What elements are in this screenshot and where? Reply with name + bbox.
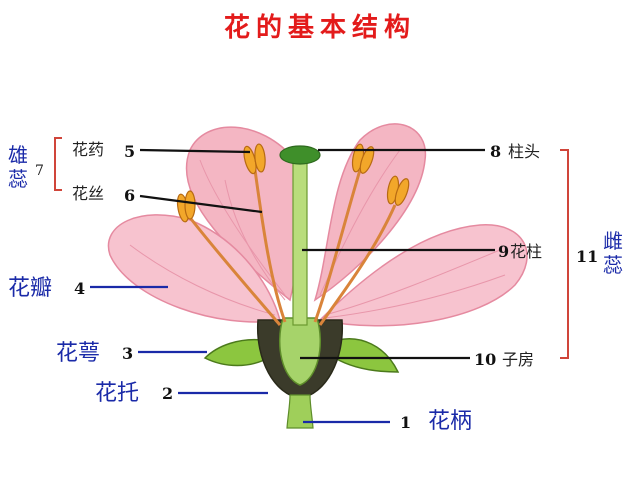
- peduncle-label: 花柄: [428, 409, 472, 434]
- ovary-label: 子房: [502, 350, 534, 369]
- stamen-group-label-part-1: 雄: [8, 143, 28, 167]
- peduncle: [286, 394, 314, 429]
- petal-upper-right: [313, 123, 427, 302]
- style-number: 9: [498, 242, 509, 261]
- petal-label: 花瓣: [8, 276, 52, 301]
- stigma-label: 柱头: [508, 142, 540, 161]
- filament-label: 花丝: [72, 184, 104, 203]
- stigma-number: 8: [490, 142, 501, 161]
- sepal-number: 3: [122, 344, 133, 363]
- peduncle-number: 1: [400, 413, 411, 432]
- sepal-left: [203, 338, 269, 367]
- anther-number: 5: [124, 142, 135, 161]
- sepal-label: 花萼: [56, 341, 100, 366]
- pistil-group-label-part-2: 蕊: [603, 253, 623, 277]
- stigma: [279, 145, 321, 165]
- ovary-number: 10: [474, 350, 496, 369]
- filament-number: 6: [124, 186, 135, 205]
- pistil-bracket: [560, 149, 569, 359]
- anther-label: 花药: [72, 140, 104, 159]
- stamen-group-number: 7: [35, 163, 44, 179]
- style: [292, 159, 308, 326]
- diagram-title: 花的基本结构: [224, 12, 416, 43]
- ovary: [278, 317, 322, 386]
- leader-lines-blue: [90, 285, 390, 424]
- receptacle-label: 花托: [95, 381, 139, 406]
- stamen-bracket: [54, 137, 62, 191]
- style-label: 花柱: [510, 242, 542, 261]
- pistil-group-label-part-1: 雌: [603, 229, 623, 253]
- petal-lower-left: [107, 214, 281, 323]
- petal-number: 4: [74, 279, 85, 298]
- sepal-right: [334, 338, 400, 373]
- pistil-number: 11: [576, 247, 598, 266]
- flower-illustration: [107, 123, 528, 429]
- stamen-group-label-part-2: 蕊: [8, 167, 28, 191]
- leader-lines-black: [139, 148, 495, 360]
- receptacle-number: 2: [162, 384, 173, 403]
